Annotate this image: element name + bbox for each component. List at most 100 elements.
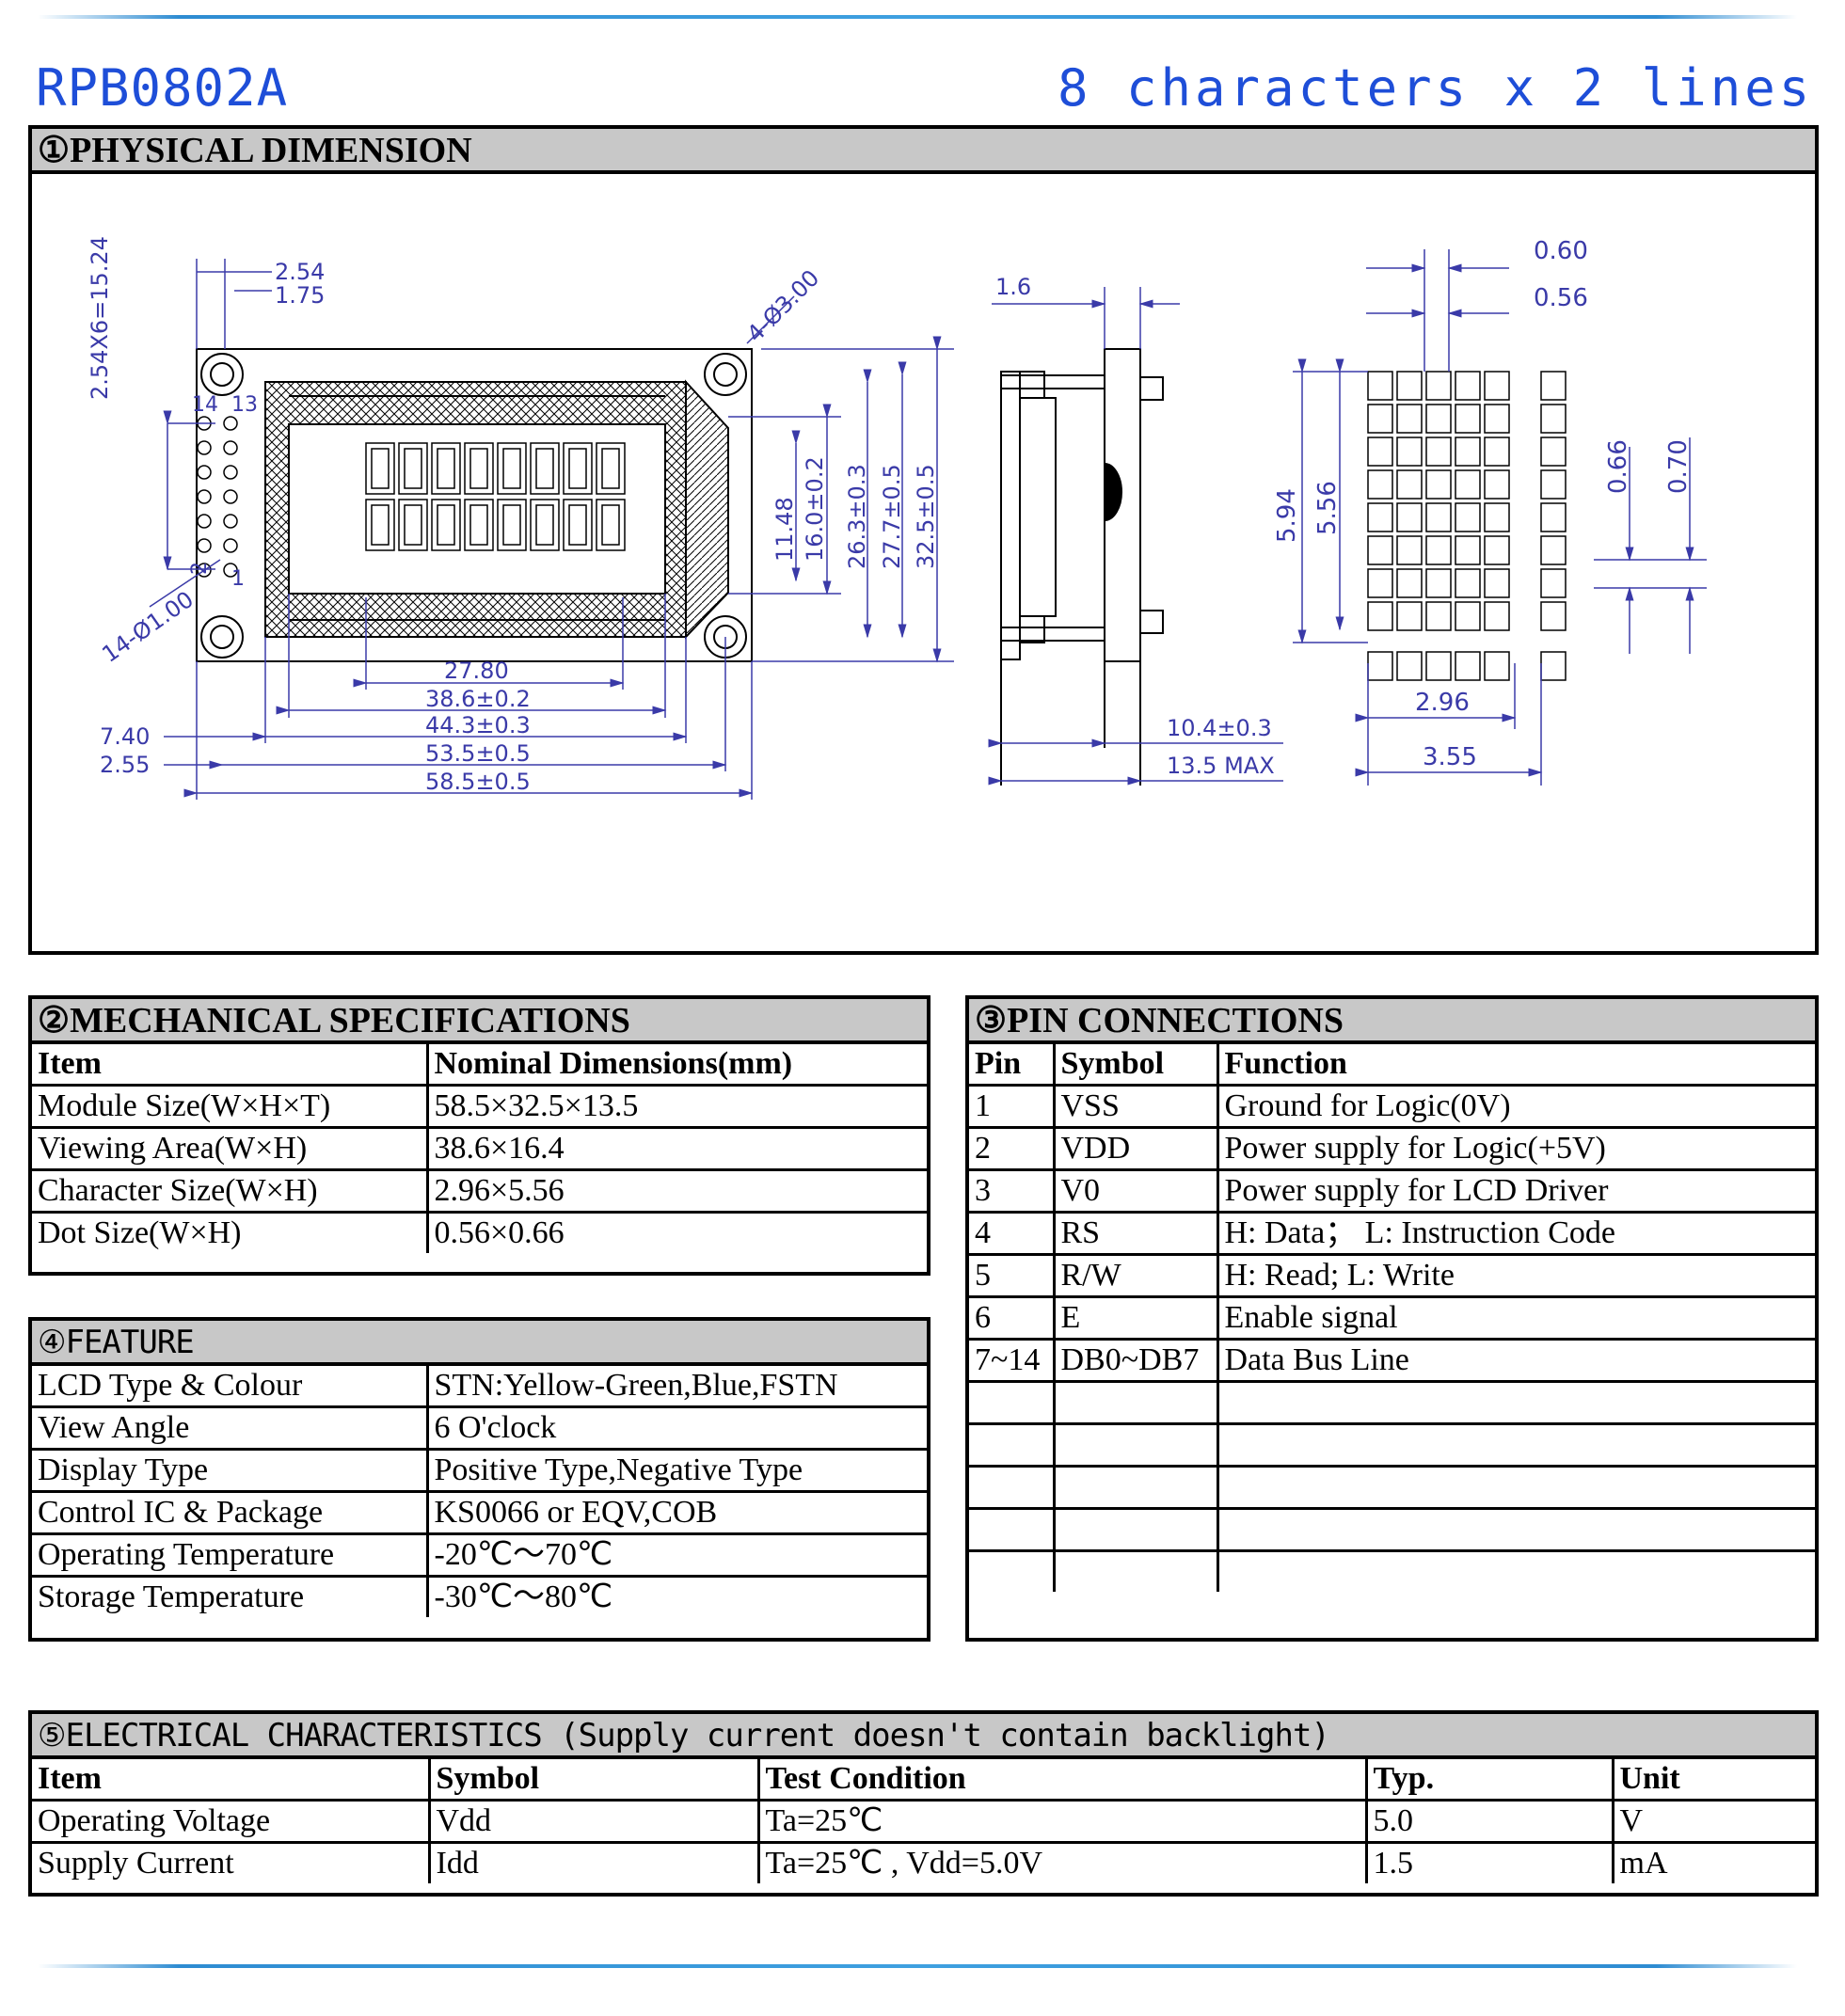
dot (1540, 502, 1567, 532)
dim-left-hole: 2.55 (100, 752, 150, 778)
electrical-section: ⑤ELECTRICAL CHARACTERISTICS (Supply curr… (28, 1710, 1819, 1897)
cell: 5.0 (1364, 1799, 1614, 1844)
table-row: Character Size(W×H)2.96×5.56 (32, 1168, 927, 1214)
dot (1455, 469, 1481, 500)
cell: 5 (969, 1253, 1056, 1298)
dim-pad-offset: 1.75 (275, 282, 325, 309)
cell: 2.96×5.56 (425, 1168, 927, 1214)
dot (1396, 651, 1423, 681)
pin-connections-header: ③PIN CONNECTIONS (969, 999, 1815, 1044)
cell: Power supply for LCD Driver (1216, 1168, 1815, 1214)
dimension-drawing: 14 13 2 1 (87, 236, 1707, 800)
dot (1396, 404, 1423, 434)
top-rule (38, 15, 1797, 19)
feature-header: ④FEATURE (32, 1321, 927, 1366)
dot (1540, 437, 1567, 467)
column-header: Item (32, 1759, 431, 1802)
dim-left-va: 7.40 (100, 723, 150, 750)
cell: VSS (1052, 1084, 1219, 1129)
dim-pitch: 2.54 (275, 259, 325, 285)
cell: Ta=25℃ , Vdd=5.0V (756, 1841, 1368, 1883)
cell: H: Read; L: Write (1216, 1253, 1815, 1298)
dot (1425, 651, 1452, 681)
cell (1052, 1507, 1219, 1552)
dim-module-h: 32.5±0.5 (913, 464, 939, 569)
cell: Data Bus Line (1216, 1338, 1815, 1383)
cell: Dot Size(W×H) (32, 1211, 429, 1253)
dim-pcb-t: 1.6 (995, 274, 1031, 300)
cell (969, 1549, 1056, 1592)
dot (1396, 437, 1423, 467)
cell: 6 O'clock (425, 1405, 927, 1451)
table-row: Supply Current Idd Ta=25℃ , Vdd=5.0V 1.5… (32, 1841, 1815, 1883)
dot (1540, 404, 1567, 434)
cell (1216, 1549, 1815, 1592)
dim-char-h3: 5.56 (1313, 481, 1342, 535)
cell (1216, 1507, 1815, 1552)
character-cell-inner (568, 448, 587, 489)
character-cell-inner (502, 504, 521, 546)
dim-dot-gap: 0.60 (1534, 237, 1588, 265)
dot (1484, 651, 1510, 681)
dim-module-w: 58.5±0.5 (425, 769, 531, 795)
cell: RS (1052, 1211, 1219, 1256)
pin1-label: 1 (231, 567, 245, 591)
mechanical-section: ②MECHANICAL SPECIFICATIONS Item Nominal … (28, 995, 930, 1276)
dot (1484, 535, 1510, 565)
table-row (969, 1380, 1815, 1425)
dot (1425, 371, 1452, 401)
character-cell-inner (601, 504, 620, 546)
cell (969, 1507, 1056, 1552)
dot (1455, 404, 1481, 434)
side-view (1000, 348, 1164, 786)
dim-dot-h: 0.66 (1604, 439, 1632, 494)
cell: Operating Voltage (32, 1799, 431, 1844)
electrical-header: ⑤ELECTRICAL CHARACTERISTICS (Supply curr… (32, 1714, 1815, 1759)
pin-hole (223, 465, 238, 480)
pin-hole (197, 489, 212, 504)
character-cell-inner (601, 448, 620, 489)
cell: Character Size(W×H) (32, 1168, 429, 1214)
dot (1484, 404, 1510, 434)
character-cells (365, 442, 626, 551)
pin-hole (223, 514, 238, 529)
table-row (969, 1465, 1815, 1510)
dot (1540, 601, 1567, 631)
dot (1484, 437, 1510, 467)
table-row: Operating Voltage Vdd Ta=25℃ 5.0 V (32, 1799, 1815, 1844)
dim-t-max: 13.5 MAX (1167, 753, 1275, 779)
dot (1367, 651, 1393, 681)
pin-hole (223, 440, 238, 455)
dim-va-w: 38.6±0.2 (425, 686, 531, 712)
dot (1455, 371, 1481, 401)
dot (1367, 502, 1393, 532)
electrical-table: Item Symbol Test Condition Typ. Unit Ope… (32, 1759, 1815, 1883)
cell: DB0~DB7 (1052, 1338, 1219, 1383)
cell: View Angle (32, 1405, 429, 1451)
pin13-label: 13 (231, 393, 258, 417)
character-cell-inner (404, 504, 422, 546)
cell: Ground for Logic(0V) (1216, 1084, 1815, 1129)
cell (969, 1465, 1056, 1510)
dim-char-area-w: 27.80 (444, 658, 509, 684)
dot (1455, 535, 1481, 565)
table-row (969, 1422, 1815, 1468)
dot (1396, 469, 1423, 500)
cell: Enable signal (1216, 1295, 1815, 1341)
cell: Module Size(W×H×T) (32, 1084, 429, 1129)
character-cell-inner (469, 504, 488, 546)
dot (1367, 535, 1393, 565)
cell (1216, 1380, 1815, 1425)
cell: Storage Temperature (32, 1575, 429, 1617)
pin-hole (223, 489, 238, 504)
cell: STN:Yellow-Green,Blue,FSTN (425, 1366, 927, 1408)
cell: -20℃～70℃ (425, 1532, 927, 1578)
dot (1367, 469, 1393, 500)
dot (1484, 371, 1510, 401)
